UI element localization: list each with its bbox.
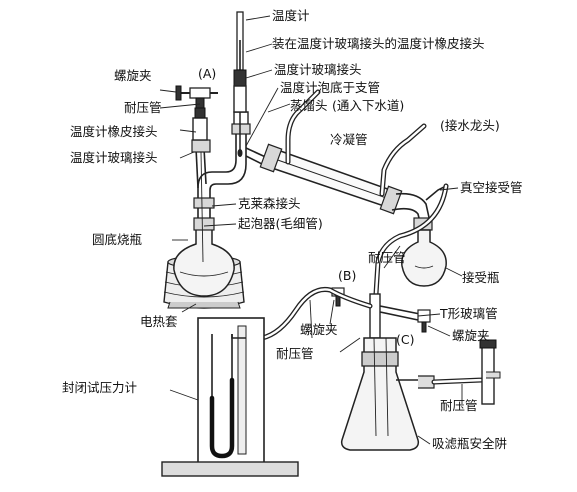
capillary-bubbler: [200, 151, 204, 263]
label-pressure-tube-c: 耐压管: [276, 346, 314, 361]
label-safety-trap: 吸滤瓶安全阱: [432, 436, 507, 451]
label-vacuum-adapter: 真空接受管: [460, 180, 523, 195]
label-condenser: 冷凝管: [330, 132, 368, 147]
label-round-flask: 圆底烧瓶: [92, 232, 142, 247]
pump-connector: [479, 339, 501, 405]
label-point-a: (A): [198, 66, 216, 81]
leader-lines: [159, 15, 463, 445]
round-bottom-flask: [173, 217, 235, 297]
label-to-drain: (通入下水道): [332, 98, 404, 113]
label-manometer: 封闭试压力计: [62, 380, 137, 395]
still-head: [231, 111, 273, 169]
label-bubbler: 起泡器(毛细管): [238, 216, 323, 231]
label-thermo-rubber-adapter-top: 装在温度计玻璃接头的温度计橡皮接头: [272, 36, 485, 51]
label-thermo-glass-adapter-top: 温度计玻璃接头: [274, 62, 362, 77]
label-to-tap: (接水龙头): [440, 118, 500, 133]
left-thermo-adapter: [192, 107, 208, 141]
label-pressure-tube-d: 耐压管: [440, 398, 478, 413]
label-receiver-flask: 接受瓶: [462, 270, 500, 285]
condenser: [259, 89, 427, 215]
label-screw-clamp-b: 螺旋夹: [300, 322, 338, 337]
label-claisen-adapter: 克莱森接头: [238, 196, 301, 211]
label-point-b: (B): [338, 268, 356, 283]
label-screw-clamp-a: 螺旋夹: [114, 68, 152, 83]
label-thermo-glass-adapter: 温度计玻璃接头: [70, 150, 158, 165]
closed-manometer: [161, 317, 299, 477]
label-still-head: 蒸馏头: [290, 98, 328, 113]
label-pressure-tube-a: 耐压管: [124, 100, 162, 115]
screw-clamp-c[interactable]: [417, 309, 431, 333]
vacuum-hose-c: [431, 349, 491, 385]
label-heating-mantle: 电热套: [140, 314, 178, 329]
vacuum-hose-b: [233, 286, 373, 341]
label-t-tube: T形玻璃管: [439, 306, 498, 321]
label-point-c: (C): [396, 332, 414, 347]
label-screw-clamp-c: 螺旋夹: [452, 328, 490, 343]
label-thermo-rubber-adapter: 温度计橡皮接头: [70, 124, 158, 139]
label-pressure-tube-b: 耐压管: [368, 250, 406, 265]
filter-flask-safety-trap: [340, 337, 435, 451]
receiver-flask: [401, 229, 447, 287]
claisen-adapter: [191, 132, 247, 218]
vacuum-hose-receiver: [373, 183, 449, 297]
screw-clamp-a[interactable]: [175, 85, 218, 109]
labels: 温度计 装在温度计玻璃接头的温度计橡皮接头 温度计玻璃接头 温度计泡底于支管 蒸…: [62, 8, 523, 451]
label-thermo-bulb: 温度计泡底于支管: [280, 80, 380, 95]
thermometer: [233, 11, 247, 157]
label-thermometer: 温度计: [272, 8, 310, 23]
